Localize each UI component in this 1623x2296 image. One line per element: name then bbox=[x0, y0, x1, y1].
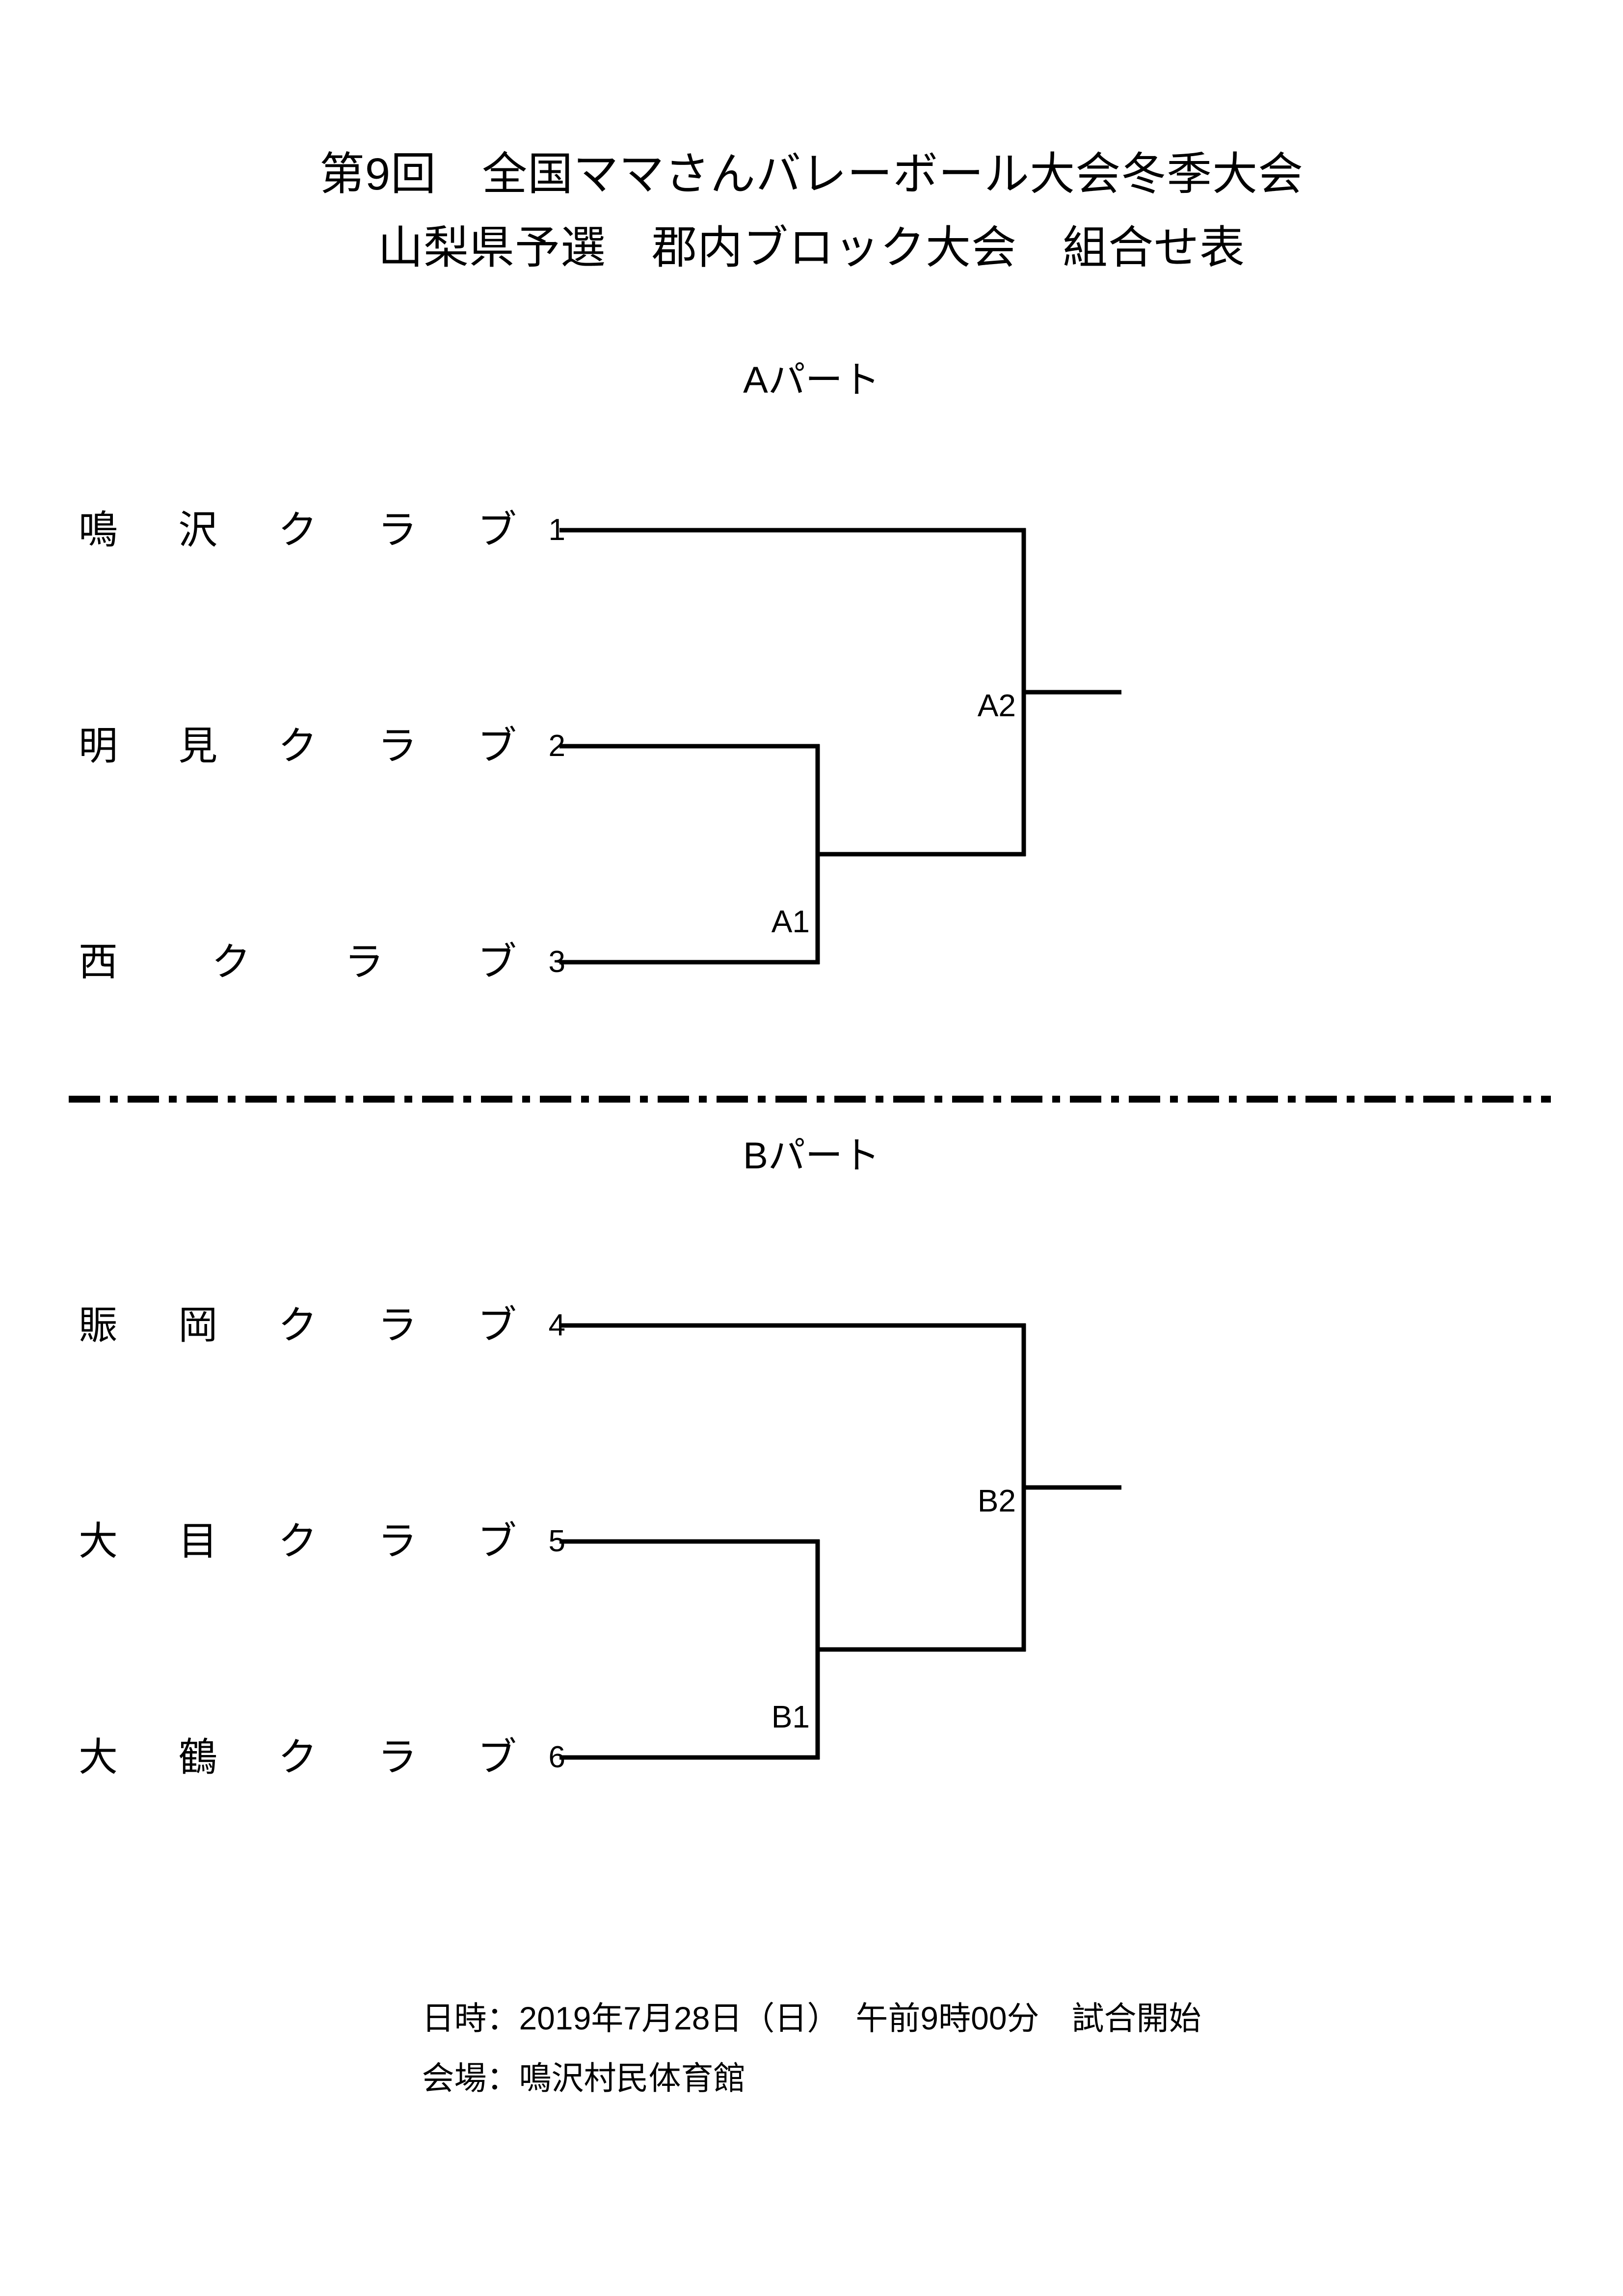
team-name-char: 鳴 bbox=[79, 508, 118, 552]
team-name-char: ク bbox=[211, 940, 251, 984]
bracket-part-b: 賑岡クラブ 4 大目クラブ 5 大鶴クラブ 6 B1 B2 bbox=[0, 1276, 1623, 1841]
team-name-char: 岡 bbox=[178, 1303, 218, 1347]
team-seed: 4 bbox=[548, 1308, 565, 1342]
team-name-char: ブ bbox=[477, 724, 517, 768]
match-label-a1: A1 bbox=[771, 904, 810, 939]
team-name-char: 鶴 bbox=[178, 1735, 218, 1779]
title-line-2: 山梨県予選 郡内ブロック大会 組合せ表 bbox=[377, 223, 1245, 273]
team-name-char: 目 bbox=[178, 1519, 218, 1563]
team-name: 西クラブ bbox=[79, 940, 517, 984]
match-label-b1: B1 bbox=[771, 1699, 810, 1734]
team-name-char: 沢 bbox=[178, 508, 218, 552]
bracket-lines-b bbox=[559, 1323, 1121, 1760]
team-seed: 3 bbox=[548, 945, 565, 979]
team-seed: 1 bbox=[548, 513, 565, 547]
event-datetime: 日時：2019年7月28日（日） 午前9時00分 試合開始 bbox=[422, 2000, 1201, 2036]
team-row: 大 鶴 ク ラ ブ 6 bbox=[79, 1728, 569, 1787]
team-name-char: ク bbox=[278, 1303, 318, 1347]
team-name: 賑岡クラブ bbox=[79, 1303, 517, 1348]
team-name: 明見クラブ bbox=[79, 724, 517, 768]
team-name-char: ラ bbox=[377, 1735, 417, 1779]
team-name: 大目クラブ bbox=[79, 1519, 517, 1564]
match-label-b2: B2 bbox=[977, 1483, 1016, 1518]
team-row: 西 ク ラ ブ 3 bbox=[79, 933, 569, 992]
team-name-char: ブ bbox=[477, 1735, 517, 1779]
team-row: 大 目 ク ラ ブ 5 bbox=[79, 1512, 569, 1571]
match-label-a2: A2 bbox=[977, 688, 1016, 723]
part-a-heading: Aパート bbox=[743, 359, 880, 401]
team-name: 大鶴クラブ bbox=[79, 1735, 517, 1780]
team-name-char: ブ bbox=[477, 1303, 517, 1347]
event-venue: 会場：鳴沢村民体育館 bbox=[422, 2060, 746, 2096]
team-row: 賑 岡 ク ラ ブ 4 bbox=[79, 1296, 569, 1355]
team-name-char: 見 bbox=[178, 724, 218, 768]
team-name-char: ラ bbox=[377, 1303, 417, 1347]
part-b-heading: Bパート bbox=[743, 1135, 880, 1177]
bracket-part-a: 鳴沢クラブ 1 明見クラブ 2 西クラブ 3 A1 A2 bbox=[0, 481, 1623, 1046]
team-seed: 5 bbox=[548, 1524, 565, 1558]
team-seed: 6 bbox=[548, 1740, 565, 1774]
team-name-char: ラ bbox=[377, 1519, 417, 1563]
team-name-char: ク bbox=[278, 724, 318, 768]
team-name-char: ラ bbox=[344, 940, 384, 984]
team-name-char: ク bbox=[278, 1735, 318, 1779]
team-name-char: ク bbox=[278, 1519, 318, 1563]
team-name-char: ブ bbox=[477, 940, 517, 984]
team-name-char: 賑 bbox=[79, 1303, 118, 1347]
team-name-char: 大 bbox=[79, 1735, 118, 1779]
bracket-lines-a bbox=[559, 528, 1121, 965]
team-name-char: ク bbox=[278, 508, 318, 552]
page-title: 第9回 全国ママさんバレーボール大会冬季大会 山梨県予選 郡内ブロック大会 組合… bbox=[0, 137, 1623, 285]
section-divider bbox=[69, 1096, 1551, 1103]
team-row: 明 見 ク ラ ブ 2 bbox=[79, 717, 569, 776]
event-info-footer: 日時：2019年7月28日（日） 午前9時00分 試合開始 会場：鳴沢村民体育館 bbox=[0, 1988, 1623, 2108]
team-name-char: ラ bbox=[377, 724, 417, 768]
team-name: 鳴沢クラブ bbox=[79, 508, 517, 552]
team-seed: 2 bbox=[548, 729, 565, 763]
team-row: 鳴 沢 ク ラ ブ 1 bbox=[79, 501, 569, 560]
team-name-char: ブ bbox=[477, 1519, 517, 1563]
title-line-1: 第9回 全国ママさんバレーボール大会冬季大会 bbox=[319, 149, 1304, 199]
team-name-char: 明 bbox=[79, 724, 118, 768]
team-name-char: 大 bbox=[79, 1519, 118, 1563]
team-name-char: ラ bbox=[377, 508, 417, 552]
team-name-char: ブ bbox=[477, 508, 517, 552]
team-name-char: 西 bbox=[79, 940, 118, 984]
